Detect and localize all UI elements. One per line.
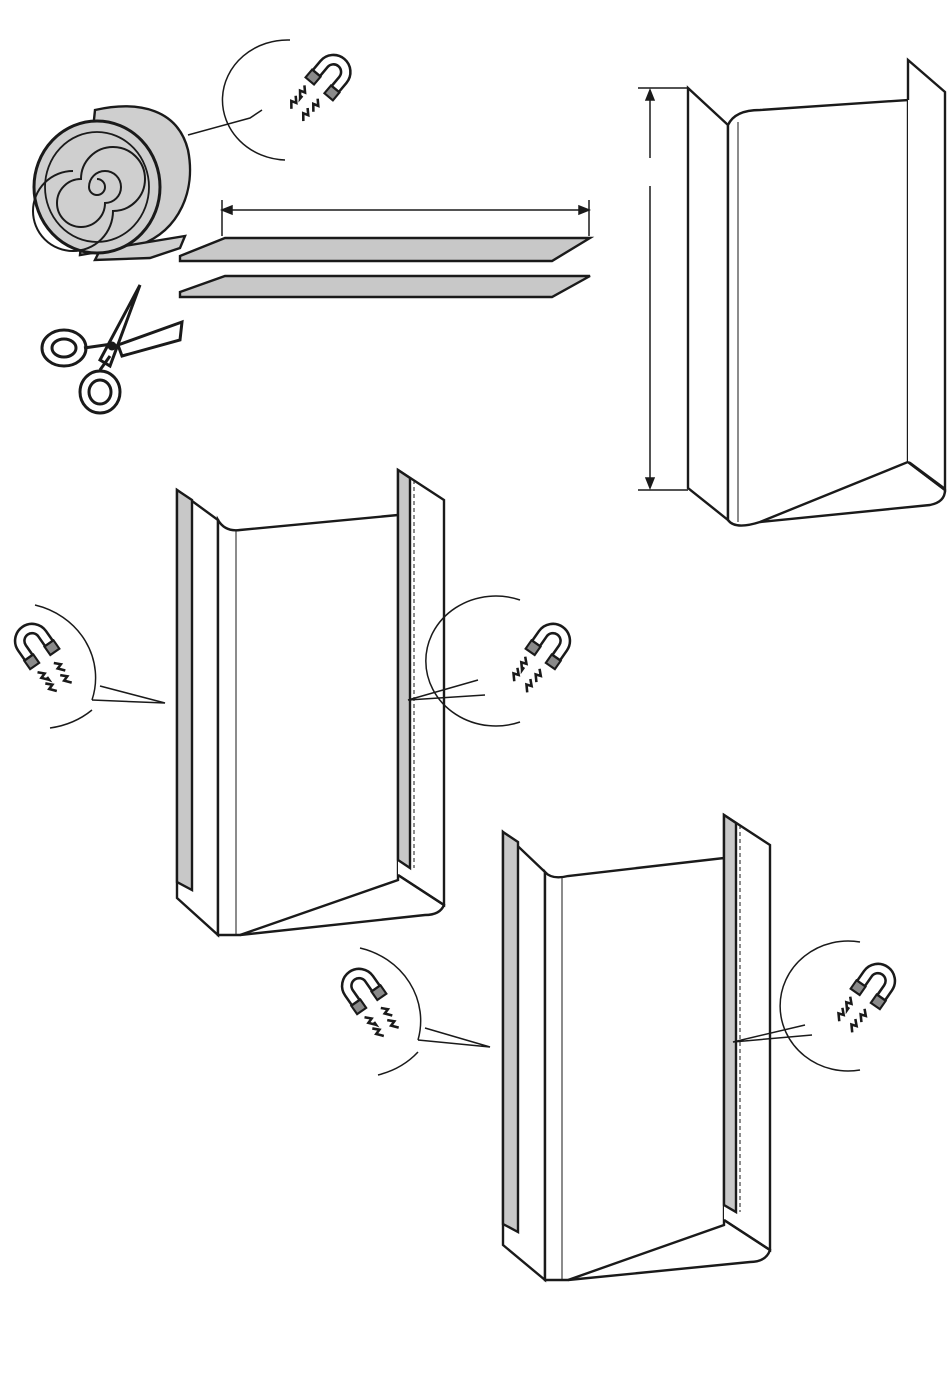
magnet-callout-left xyxy=(8,605,165,728)
step-attach-strips-outer xyxy=(8,470,578,935)
strip-1 xyxy=(180,238,590,261)
u-channel-panel-icon xyxy=(177,470,444,935)
magnet-icon xyxy=(831,957,903,1038)
step-cut-strips xyxy=(33,40,590,413)
dimension-arrow-icon xyxy=(222,200,589,236)
step-measure-panel xyxy=(638,60,945,526)
magnet-callout-left xyxy=(335,948,490,1075)
magnet-callout-top xyxy=(188,40,358,160)
magnet-icon xyxy=(8,617,80,698)
u-channel-panel-icon xyxy=(503,815,770,1280)
dimension-arrow-icon xyxy=(638,88,688,490)
magnet-icon xyxy=(506,617,578,698)
scissors-icon xyxy=(42,285,182,413)
strip-2 xyxy=(180,276,590,297)
magnetic-tape-roll-icon xyxy=(33,106,190,260)
u-channel-panel-icon xyxy=(688,60,945,526)
magnet-icon xyxy=(335,962,407,1043)
magnet-icon xyxy=(283,47,358,127)
